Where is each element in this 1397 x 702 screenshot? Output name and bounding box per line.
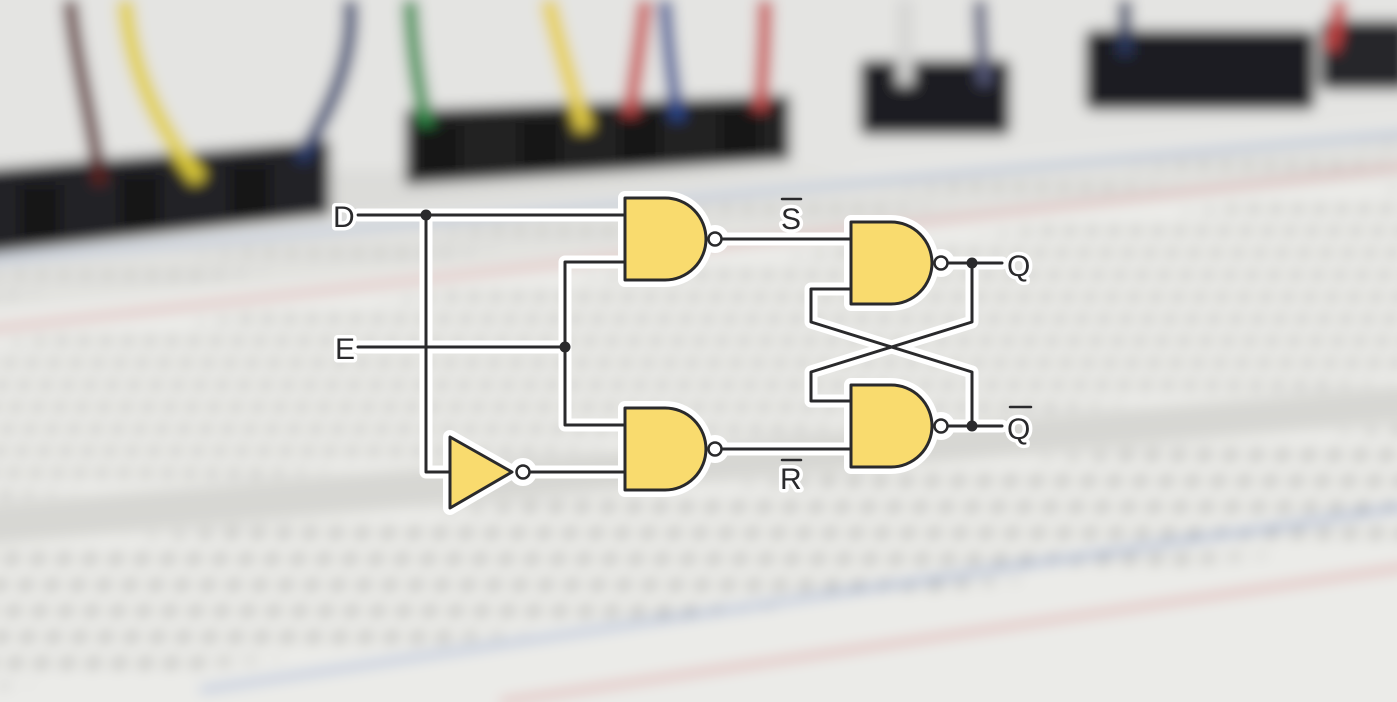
output-label-q: Q xyxy=(1007,250,1030,283)
wire-d-to-not xyxy=(424,213,452,474)
junction-q-bar xyxy=(966,420,978,432)
wire-feedback-q xyxy=(809,261,974,403)
signal-label-s-bar: S xyxy=(781,203,801,236)
gated-d-latch-diagram: D E S R Q Q xyxy=(330,191,1034,515)
nand-gate-top xyxy=(623,196,723,282)
junction-e xyxy=(559,341,571,353)
signal-label-r-bar: R xyxy=(780,463,802,496)
wire-feedback-q-bar xyxy=(809,287,974,428)
nand-gate-latch-bottom xyxy=(849,383,949,469)
nand-gate-bottom xyxy=(623,406,723,492)
wires xyxy=(356,213,1004,474)
junctions xyxy=(420,209,978,432)
nand-gate-latch-top xyxy=(849,220,949,306)
input-label-e: E xyxy=(335,333,355,366)
not-gate xyxy=(448,435,531,510)
input-label-d: D xyxy=(333,201,355,234)
output-label-q-bar: Q xyxy=(1007,413,1030,446)
junction-d xyxy=(420,209,432,221)
junction-q xyxy=(966,257,978,269)
